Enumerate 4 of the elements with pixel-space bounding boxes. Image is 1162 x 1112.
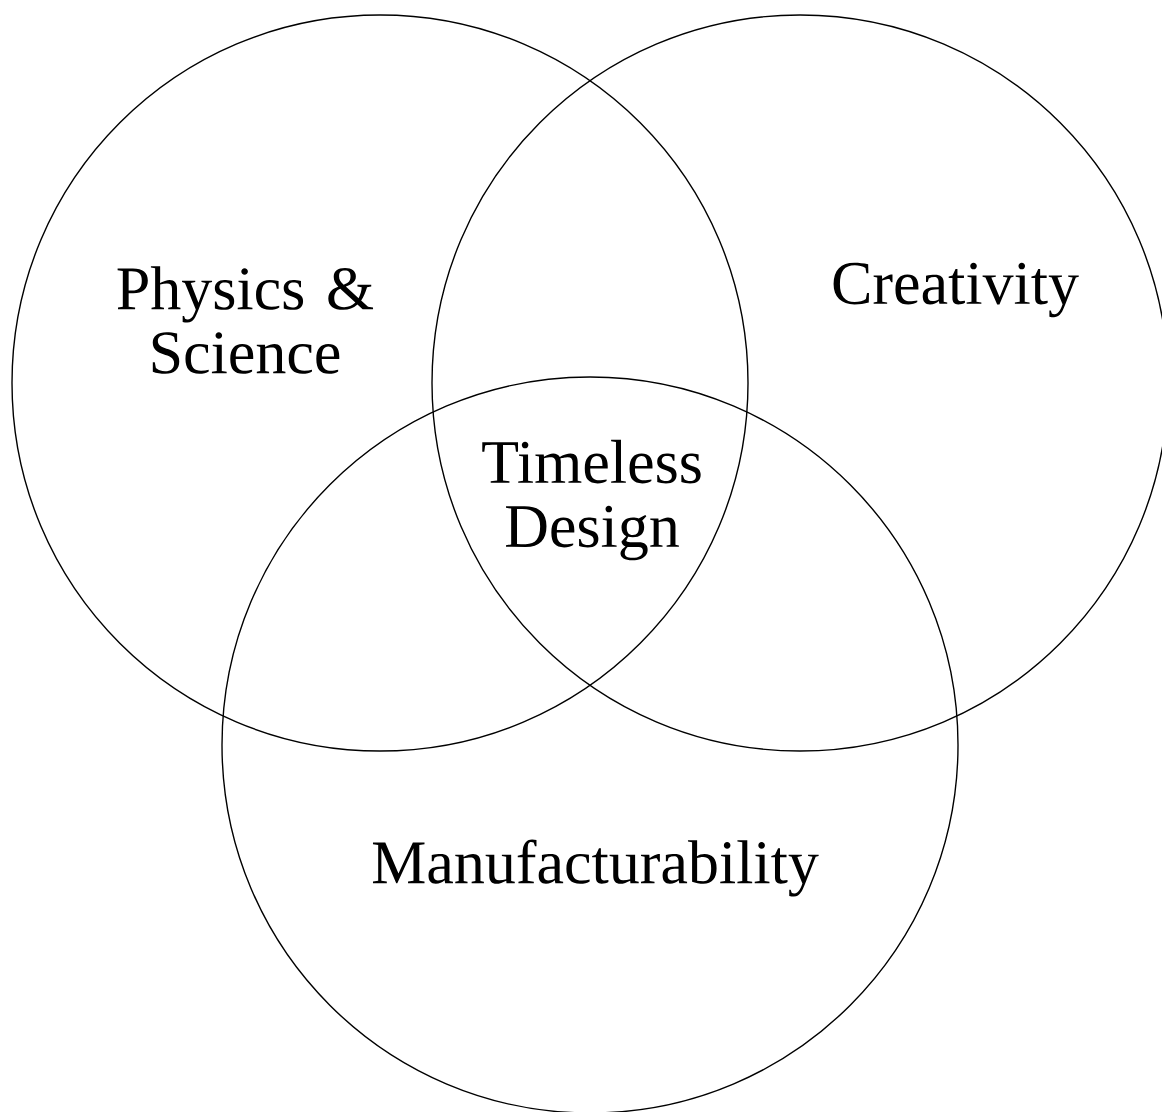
circle-label: Creativity: [833, 262, 1079, 318]
center-label: Timeless Design: [482, 439, 701, 561]
circle-label: Manufacturability: [373, 839, 819, 897]
circle-label: Physics & Science: [117, 266, 374, 374]
